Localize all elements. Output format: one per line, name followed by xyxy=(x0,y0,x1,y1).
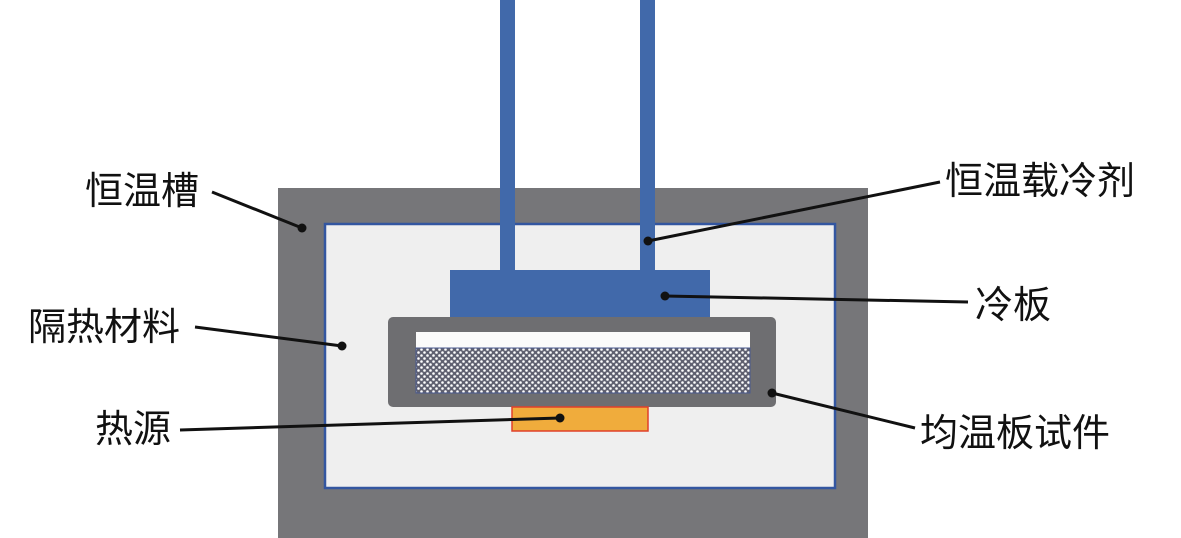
leader-lines xyxy=(179,180,969,432)
label-bath: 恒温槽 xyxy=(85,169,199,213)
leader-insulation xyxy=(194,325,343,348)
dot-coolant xyxy=(643,236,653,246)
label-cold-plate: 冷板 xyxy=(975,283,1051,327)
leader-specimen xyxy=(771,391,916,430)
label-heat-source: 热源 xyxy=(95,407,171,451)
dot-bath xyxy=(297,223,307,233)
leader-cold-plate xyxy=(664,294,969,304)
leader-bath xyxy=(211,190,303,230)
label-insulation: 隔热材料 xyxy=(28,305,180,349)
dot-heat-source xyxy=(555,413,565,423)
specimen-wick-mesh xyxy=(415,347,751,394)
dot-specimen xyxy=(767,388,777,398)
heat-source xyxy=(511,406,649,432)
leader-coolant xyxy=(647,180,941,243)
label-coolant: 恒温载冷剂 xyxy=(945,159,1135,203)
leader-heat-source xyxy=(179,416,561,432)
dot-cold-plate xyxy=(660,291,670,301)
cold-plate xyxy=(450,270,710,317)
leader-dots xyxy=(297,223,777,423)
label-specimen: 均温板试件 xyxy=(920,411,1110,455)
coolant-pipe-left xyxy=(500,0,515,272)
specimen-vapor-space xyxy=(416,332,750,348)
dot-insulation xyxy=(337,341,347,351)
coolant-pipe-right xyxy=(640,0,655,272)
